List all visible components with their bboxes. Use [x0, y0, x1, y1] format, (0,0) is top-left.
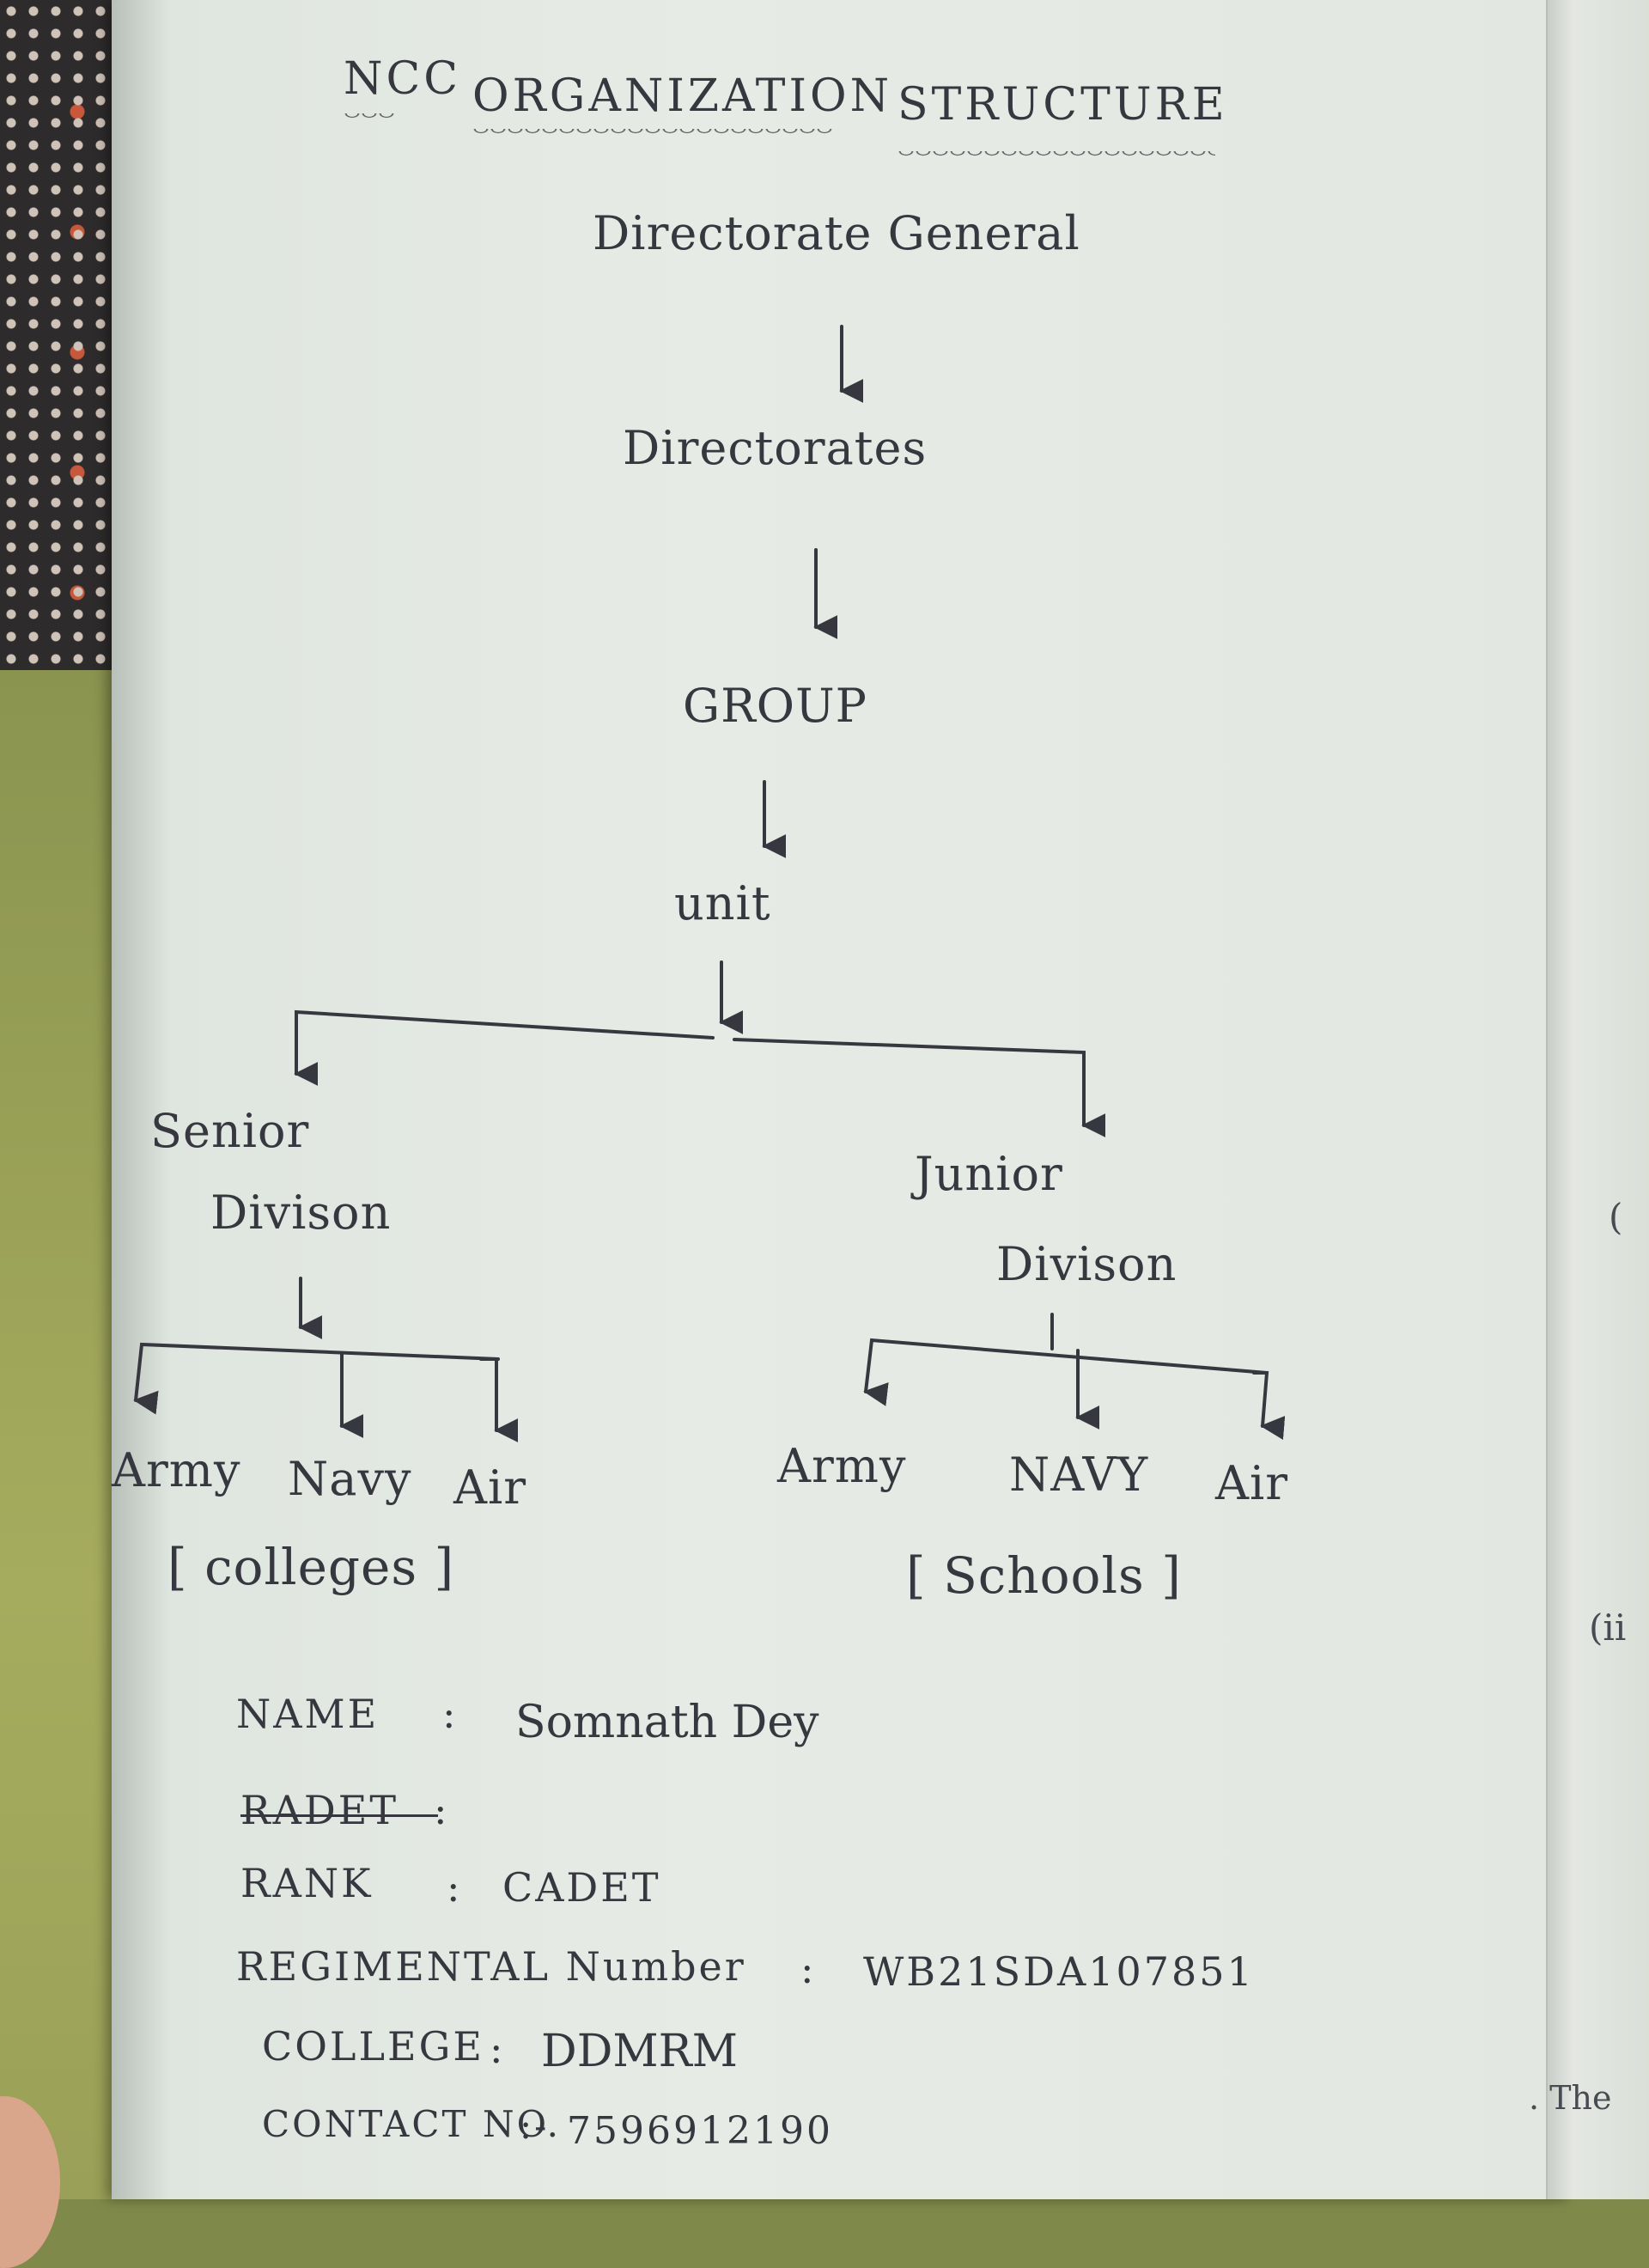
field-college-value: DDMRM	[541, 2026, 738, 2077]
edge-mark-roman: (ii	[1589, 1606, 1626, 1649]
field-name-value: Somnath Dey	[515, 1697, 819, 1748]
field-struck-sep: :	[434, 1787, 450, 1833]
bar-senior-to-army	[136, 1344, 498, 1400]
field-name-label: NAME	[236, 1691, 379, 1737]
field-college-sep: :	[490, 2026, 506, 2072]
bar-junior-to-army	[866, 1340, 1267, 1392]
field-contact-label: CONTACT NO.	[262, 2103, 561, 2145]
bar-unit-split-right	[734, 1040, 1084, 1125]
field-rank-label: RANK	[240, 1860, 373, 1906]
field-contact-value: 7596912190	[567, 2109, 833, 2153]
field-college-label: COLLEGE	[262, 2023, 484, 2070]
bar-junior-to-air	[1254, 1373, 1267, 1426]
bar-unit-split-left	[296, 1012, 713, 1074]
field-struck-label: RADET	[240, 1787, 399, 1833]
strike-through-line	[240, 1814, 438, 1817]
field-regimental-value: WB21SDA107851	[863, 1948, 1255, 1995]
field-name-sep: :	[442, 1691, 459, 1737]
field-regimental-label: REGIMENTAL Number	[236, 1943, 746, 1990]
bar-senior-to-air	[481, 1359, 496, 1430]
field-rank-sep: :	[447, 1864, 463, 1911]
edge-mark-text: . The	[1529, 2079, 1611, 2117]
field-regimental-sep: :	[800, 1946, 817, 1992]
field-contact-sep: :-	[520, 2105, 549, 2147]
edge-mark-paren: (	[1609, 1196, 1622, 1238]
field-rank-value: CADET	[502, 1864, 661, 1911]
